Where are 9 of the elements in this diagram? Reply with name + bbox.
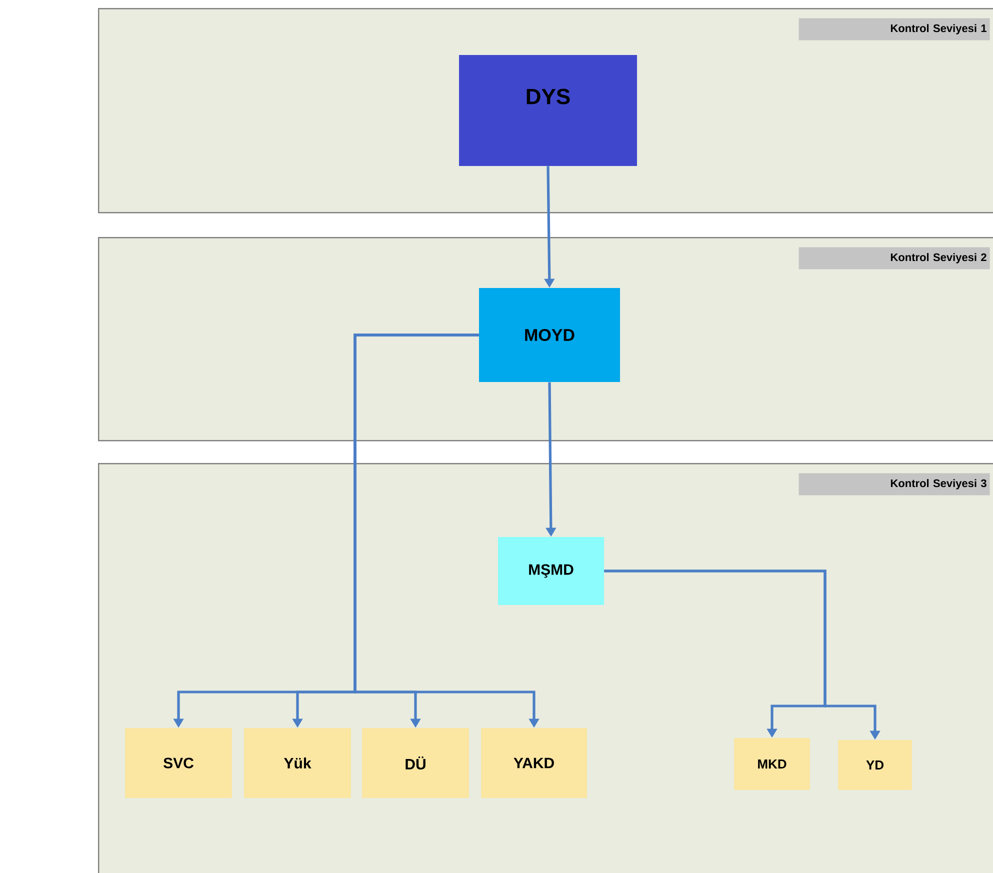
unit-box: MŞMD	[498, 537, 604, 605]
unit-box: DÜ	[362, 728, 469, 798]
unit-box: DYS	[459, 55, 637, 166]
unit-box: Yük	[244, 728, 351, 798]
unit-box: MOYD	[479, 288, 620, 382]
unit-box: SVC	[125, 728, 232, 798]
unit-box: YAKD	[481, 728, 587, 798]
unit-box: MKD	[734, 738, 810, 790]
unit-box: YD	[838, 740, 912, 790]
